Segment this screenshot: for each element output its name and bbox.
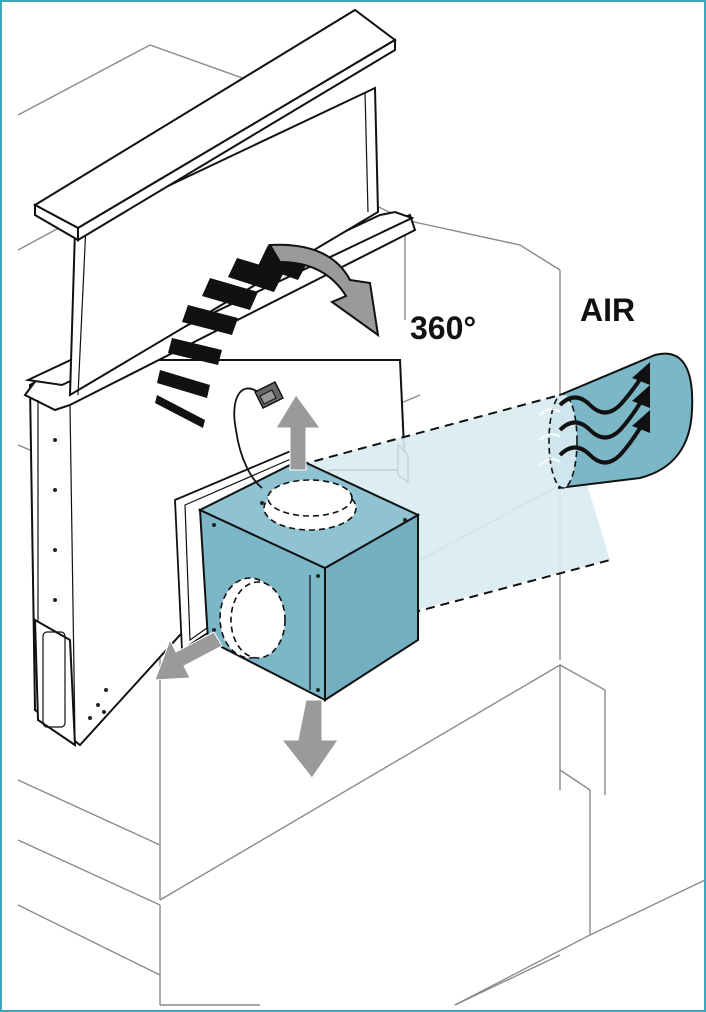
airflow-arrowheads (632, 362, 650, 433)
power-connector-icon (233, 381, 284, 489)
motor-box (197, 458, 421, 702)
airflow-arrow-icon (558, 370, 647, 465)
direction-arrow-icon (154, 394, 339, 779)
hood-screws (53, 438, 108, 720)
airflow-faint-lines (539, 408, 561, 466)
rotation-label: 360° (410, 310, 477, 346)
motor-box-screws (212, 501, 407, 692)
airflow-label: AIR (580, 292, 636, 328)
rotation-arrow-icon (155, 243, 380, 428)
